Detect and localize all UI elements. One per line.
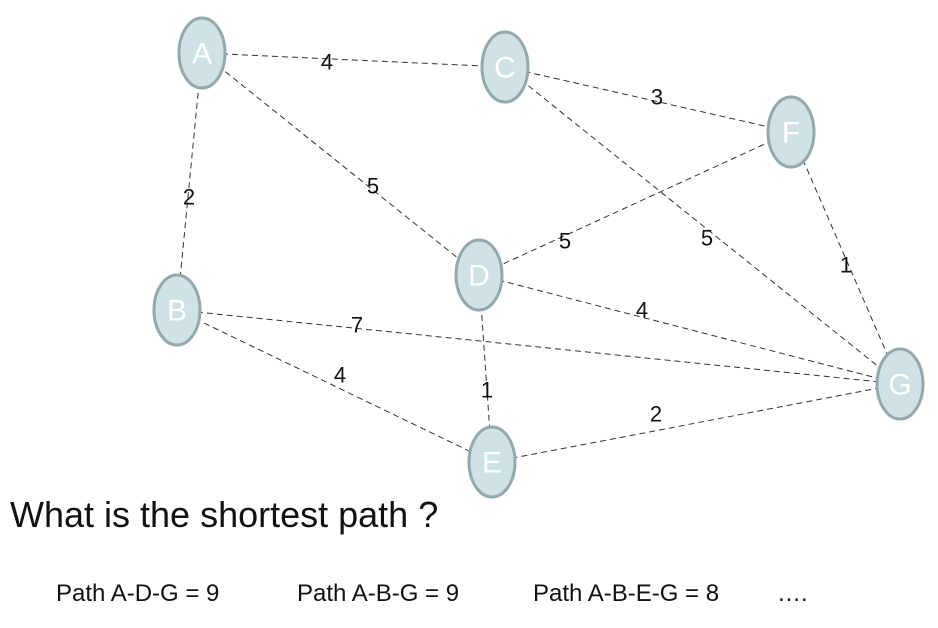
- node-f: F: [766, 95, 816, 169]
- edge-c-f: [504, 66, 792, 133]
- node-c: C: [480, 30, 530, 104]
- edge-f-d: [478, 131, 792, 276]
- edge-a-d: [201, 52, 480, 276]
- node-a: A: [177, 16, 227, 90]
- edge-d-g: [478, 274, 901, 385]
- node-ellipse: [480, 30, 530, 104]
- edge-c-g: [504, 66, 901, 385]
- node-label: E: [482, 447, 502, 480]
- node-d: D: [454, 238, 504, 312]
- weight-d-g: 4: [636, 298, 648, 323]
- weight-a-d: 5: [367, 174, 379, 199]
- node-label: F: [782, 117, 800, 150]
- path-ellipsis: ….: [777, 580, 808, 607]
- node-ellipse: [467, 425, 517, 499]
- node-b: B: [152, 273, 202, 347]
- node-ellipse: [177, 16, 227, 90]
- edge-b-g: [176, 309, 901, 385]
- weight-a-b: 2: [183, 185, 195, 210]
- weight-d-e: 1: [481, 378, 493, 403]
- weight-e-g: 2: [650, 402, 662, 427]
- path-a-d-g: Path A-D-G = 9: [56, 580, 220, 607]
- edge-b-e: [176, 309, 493, 463]
- node-ellipse: [766, 95, 816, 169]
- weight-f-d: 5: [559, 229, 571, 254]
- node-label: G: [888, 369, 911, 402]
- edge-f-g: [790, 131, 901, 385]
- node-label: C: [494, 52, 516, 85]
- weight-f-g: 1: [840, 253, 852, 278]
- weight-c-f: 3: [651, 85, 663, 110]
- weight-a-c: 4: [321, 50, 333, 75]
- node-ellipse: [152, 273, 202, 347]
- path-a-b-e-g: Path A-B-E-G = 8: [533, 580, 720, 607]
- question-text: What is the shortest path ?: [10, 494, 439, 535]
- weight-c-g: 5: [701, 226, 713, 251]
- weight-b-e: 4: [334, 363, 346, 388]
- node-g: G: [875, 347, 925, 421]
- node-label: B: [167, 295, 187, 328]
- edge-e-g: [491, 383, 901, 463]
- node-ellipse: [454, 238, 504, 312]
- path-a-b-g: Path A-B-G = 9: [297, 580, 460, 607]
- node-e: E: [467, 425, 517, 499]
- node-label: A: [192, 38, 212, 71]
- node-label: D: [468, 260, 490, 293]
- weight-b-g: 7: [351, 313, 363, 338]
- edge-a-b: [176, 52, 203, 311]
- edge-a-c: [201, 52, 506, 68]
- node-ellipse: [875, 347, 925, 421]
